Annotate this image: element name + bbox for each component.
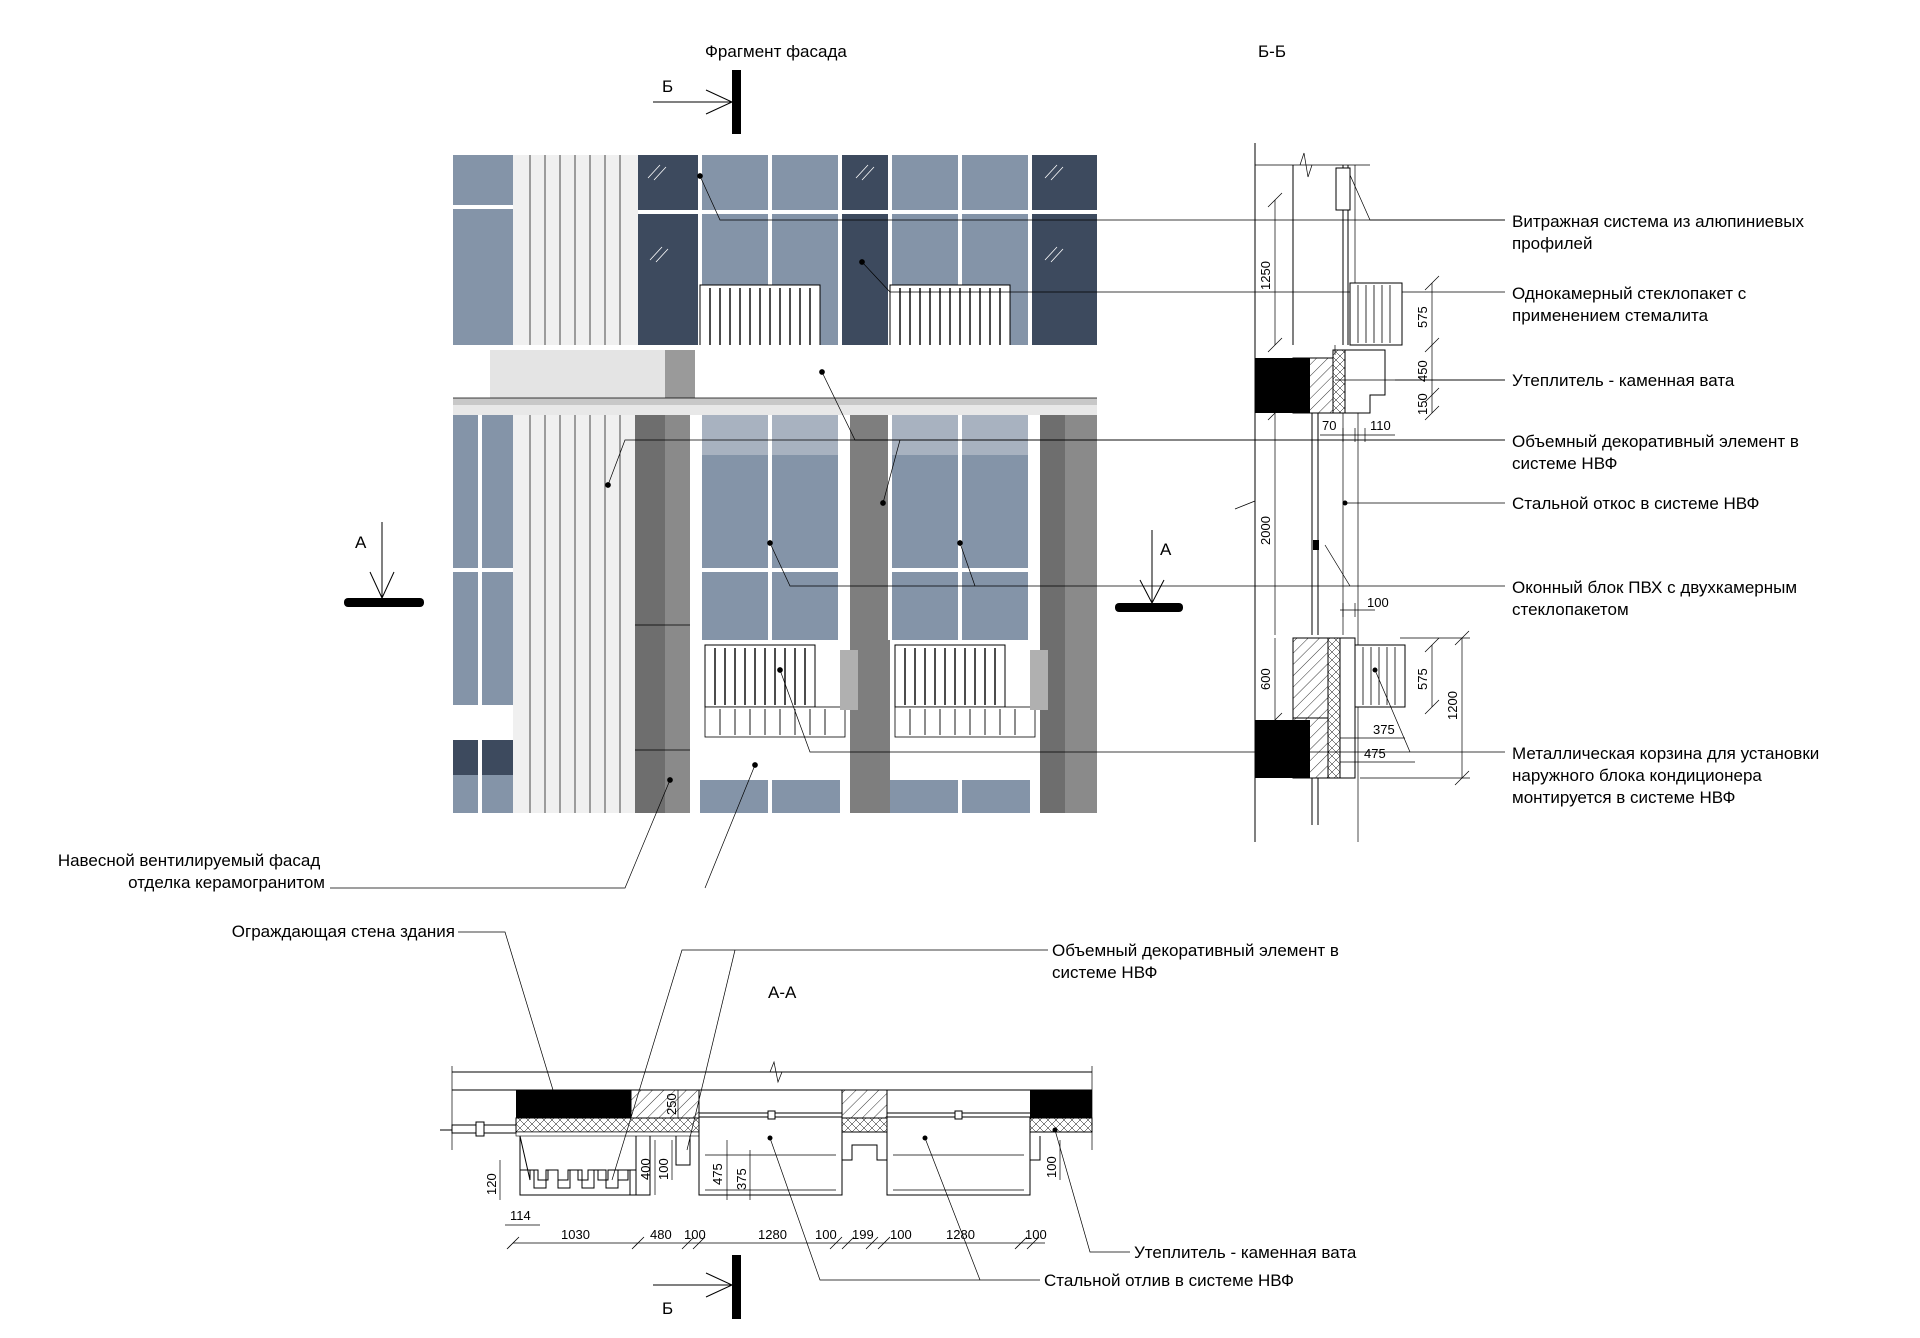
window-lower-right bbox=[888, 415, 1032, 640]
facade-title: Фрагмент фасада bbox=[705, 42, 847, 61]
dimension-label: 300 bbox=[1258, 388, 1273, 410]
dimension-label: 150 bbox=[1415, 393, 1430, 415]
section-aa bbox=[440, 949, 1130, 1281]
callout-enclosing-wall: Ограждающая стена здания bbox=[232, 922, 455, 941]
dimension-label: 100 bbox=[684, 1227, 706, 1242]
dimension-label: 1280 bbox=[946, 1227, 975, 1242]
dimension-label: 1200 bbox=[1445, 691, 1460, 720]
dimension-label: 1030 bbox=[561, 1227, 590, 1242]
dimension-label: 250 bbox=[664, 1093, 679, 1115]
dimension-label: 2000 bbox=[1258, 516, 1273, 545]
decorative-band bbox=[453, 345, 1097, 415]
dimension-label: 1250 bbox=[1258, 261, 1273, 290]
window-lower-left bbox=[698, 415, 842, 640]
ac-basket-lower-left bbox=[700, 640, 858, 738]
callout-glass-unit: Однокамерный стеклопакет с применением с… bbox=[1512, 284, 1751, 325]
callout-curtain-wall: Витражная система из алюпиниевых профиле… bbox=[1512, 212, 1809, 253]
section-mark-label: А bbox=[355, 533, 367, 552]
dimension-label: 114 bbox=[510, 1208, 531, 1223]
dimension-label: 100 bbox=[1367, 595, 1389, 610]
dimension-label: 70 bbox=[1322, 418, 1336, 433]
section-mark-label: Б bbox=[662, 77, 673, 96]
pier-dark-middle bbox=[850, 415, 890, 813]
section-aa-title: А-А bbox=[768, 983, 797, 1002]
callouts-right: Витражная система из алюпиниевых профиле… bbox=[1335, 212, 1824, 807]
dimension-label: 575 bbox=[1415, 306, 1430, 328]
callout-plan-drip: Стальной отлив в системе НВФ bbox=[1044, 1271, 1294, 1290]
dimension-label: 600 bbox=[1258, 668, 1273, 690]
facade-elevation bbox=[453, 155, 1097, 813]
dimension-label: 375 bbox=[734, 1168, 749, 1190]
callout-ac-basket: Металлическая корзина для установки нару… bbox=[1512, 744, 1824, 807]
section-aa-dimensions: 1030 480 100 1280 100 199 100 1280 100 1… bbox=[484, 1090, 1061, 1250]
section-marker-b-bottom: Б bbox=[653, 1255, 741, 1319]
section-bb-dimensions: 1250 575 450 150 300 70 110 2000 100 600… bbox=[1258, 192, 1470, 786]
callout-plan-decor: Объемный декоративный элемент в системе … bbox=[1052, 941, 1344, 982]
section-mark-label: Б bbox=[662, 1299, 673, 1318]
dimension-label: 375 bbox=[1373, 722, 1395, 737]
dimension-label: 450 bbox=[1415, 360, 1430, 382]
section-bb bbox=[1234, 143, 1505, 842]
callout-decor-element: Объемный декоративный элемент в системе … bbox=[1512, 432, 1804, 473]
callout-pvc-window: Оконный блок ПВХ с двухкамерным стеклопа… bbox=[1512, 578, 1802, 619]
dimension-label: 575 bbox=[1415, 668, 1430, 690]
ac-basket-lower-right bbox=[890, 640, 1048, 738]
section-marker-a-left: А bbox=[344, 522, 424, 607]
callout-steel-reveal: Стальной откос в системе НВФ bbox=[1512, 494, 1759, 513]
callout-ventilated-facade: Навесной вентилируемый фасад отделка кер… bbox=[58, 851, 325, 892]
dimension-label: 199 bbox=[852, 1227, 874, 1242]
dimension-label: 100 bbox=[1044, 1156, 1059, 1178]
section-marker-b-top: Б bbox=[653, 70, 741, 134]
dimension-label: 100 bbox=[890, 1227, 912, 1242]
dimension-label: 110 bbox=[1370, 418, 1391, 433]
dimension-label: 100 bbox=[815, 1227, 837, 1242]
dimension-label: 475 bbox=[1364, 746, 1386, 761]
callout-insulation: Утеплитель - каменная вата bbox=[1512, 371, 1735, 390]
section-bb-title: Б-Б bbox=[1258, 42, 1286, 61]
dimension-label: 100 bbox=[656, 1158, 671, 1180]
dimension-label: 480 bbox=[650, 1227, 672, 1242]
callout-plan-insulation: Утеплитель - каменная вата bbox=[1134, 1243, 1357, 1262]
section-mark-label: А bbox=[1160, 540, 1172, 559]
section-marker-a-right: А bbox=[1115, 530, 1183, 612]
dimension-label: 1280 bbox=[758, 1227, 787, 1242]
callouts-left: Навесной вентилируемый фасад отделка кер… bbox=[58, 851, 554, 1091]
vertical-fins bbox=[513, 155, 638, 813]
dimension-label: 120 bbox=[484, 1173, 499, 1195]
dimension-label: 475 bbox=[710, 1163, 725, 1185]
dimension-label: 400 bbox=[638, 1158, 653, 1180]
callouts-plan: Объемный декоративный элемент в системе … bbox=[1044, 941, 1357, 1290]
dimension-label: 100 bbox=[1025, 1227, 1047, 1242]
